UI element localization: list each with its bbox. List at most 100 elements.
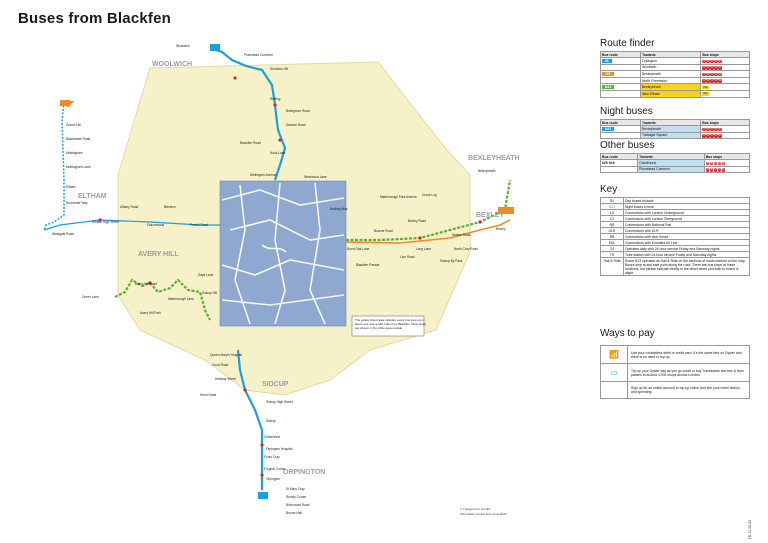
stop-letter-badge: HAL [702, 92, 709, 97]
stop-label: Eltham [66, 185, 76, 189]
stop-label: Burnt Oak Lane [347, 247, 370, 251]
stop-label: Albany Road [120, 205, 138, 209]
contactless-icon: 📶 [600, 345, 628, 364]
stop-letter-badge: A [702, 79, 706, 83]
stop-letter-badge: B [706, 59, 710, 64]
map-credit: © Transport for London [460, 507, 491, 511]
route-number-badge[interactable]: B13 [602, 85, 615, 90]
route-number-badge[interactable]: 625 Sch [602, 160, 615, 165]
page-title: Buses from Blackfen [18, 10, 172, 27]
route-132-east-line[interactable] [345, 219, 511, 244]
stop-letter-badge: C [713, 168, 718, 172]
route-cell [599, 165, 639, 174]
area-label: BEXLEY [476, 212, 504, 219]
area-label: BEXLEYHEATH [468, 155, 520, 162]
route-cell [600, 76, 641, 85]
town-inset-map[interactable] [219, 180, 347, 327]
stop-label: Bellegrove Road [286, 109, 310, 113]
towards-cell: New Eltham [639, 89, 702, 98]
stop-label: Orpington Hospital [266, 447, 293, 451]
route-51-line[interactable] [209, 46, 287, 181]
stop-letter-badge: HAL [702, 85, 709, 90]
stop-label: Westgate Road [52, 232, 74, 236]
stop-label: Days Lane [198, 273, 213, 277]
stop-label: Broom Hall [286, 511, 302, 515]
column-header: Bus stops [703, 153, 751, 160]
pay-description: Sign up for an online account to top up … [627, 381, 750, 399]
stop-label: Bexleyheath [478, 169, 496, 173]
stop-label: Mottingham Lane [66, 165, 91, 169]
other-buses-title: Other buses [600, 140, 655, 151]
stop-letter-badge: B [706, 134, 710, 138]
towards-cell: Bexleyheath [640, 125, 702, 133]
stop-label: Bexley Road [408, 219, 426, 223]
stop-label: Falconwood [147, 223, 164, 227]
stop-label: Gravel Hill [66, 123, 81, 127]
stop-label: Bexley [496, 227, 506, 231]
stop-label: Foots Cray [264, 455, 280, 459]
night-buses-section: Night buses Bus route Towards Bus stops … [599, 106, 758, 140]
route-number-badge[interactable]: 51 [602, 58, 612, 63]
ways-to-pay-section: Ways to pay 📶Use your contactless debit … [600, 328, 758, 399]
stop-label: Danson Road [286, 123, 306, 127]
stop-letter-badge: D [714, 59, 718, 64]
stop-letter-badge: B [706, 72, 710, 77]
route-cell: 132 [600, 70, 641, 78]
stop-label: Blackheath Road [66, 137, 91, 141]
stop-letter-badge: C [710, 72, 714, 77]
stop-letter-badge: D [717, 161, 722, 166]
route-51-south-line[interactable] [236, 349, 264, 490]
stop-letter-badge: C [713, 161, 718, 166]
route-number-badge[interactable]: 132 [602, 71, 614, 76]
route-map[interactable]: The yellow tinted area includes every bu… [0, 30, 590, 543]
towards-cell: Chislehurst [637, 159, 705, 167]
stop-label: Plumstead Common [244, 53, 273, 57]
towards-cell: Plumstead Common [637, 165, 705, 174]
stop-letter-badge: E [718, 127, 722, 132]
route-finder-title: Route finder [600, 38, 655, 49]
stop-label: Frognal Corner [264, 467, 286, 471]
stop-letter-badge: D [714, 127, 718, 132]
pay-description: Top up your Oyster pay as you go credit … [627, 363, 750, 382]
stop-letter-badge: E [718, 72, 722, 77]
route-51-west-line[interactable] [43, 219, 220, 231]
stop-label: Court Road [212, 363, 229, 367]
pay-row: 📶Use your contactless debit or credit ca… [600, 345, 750, 364]
stop-label: Sidcup High Street [266, 400, 293, 404]
route-number-badge[interactable]: N21 [602, 126, 615, 131]
stop-letter-badge: A [705, 161, 710, 166]
stop-label: Hurst Road [200, 393, 216, 397]
route-cell: 51 [600, 57, 641, 65]
stop-letter-badge: C [710, 79, 714, 83]
inset-note-line: about one-and-a-half miles from Blackfen… [355, 322, 427, 326]
ways-to-pay-table: 📶Use your contactless debit or credit ca… [600, 345, 750, 399]
route-cell: B13 [600, 83, 641, 91]
area-label: WOOLWICH [152, 61, 192, 68]
route-terminus-badges[interactable] [60, 44, 514, 499]
route-cell: N21 [599, 125, 642, 133]
stop-letter-badge: D [714, 79, 718, 83]
stop-label: Welling Way [330, 207, 348, 211]
stop-letter-badge: E [718, 79, 722, 83]
route-b13-line[interactable] [114, 278, 211, 321]
key-symbol: Hail & Ride [600, 257, 624, 276]
stop-label: Halfway Street [215, 377, 236, 381]
route-night-line[interactable] [43, 101, 65, 231]
